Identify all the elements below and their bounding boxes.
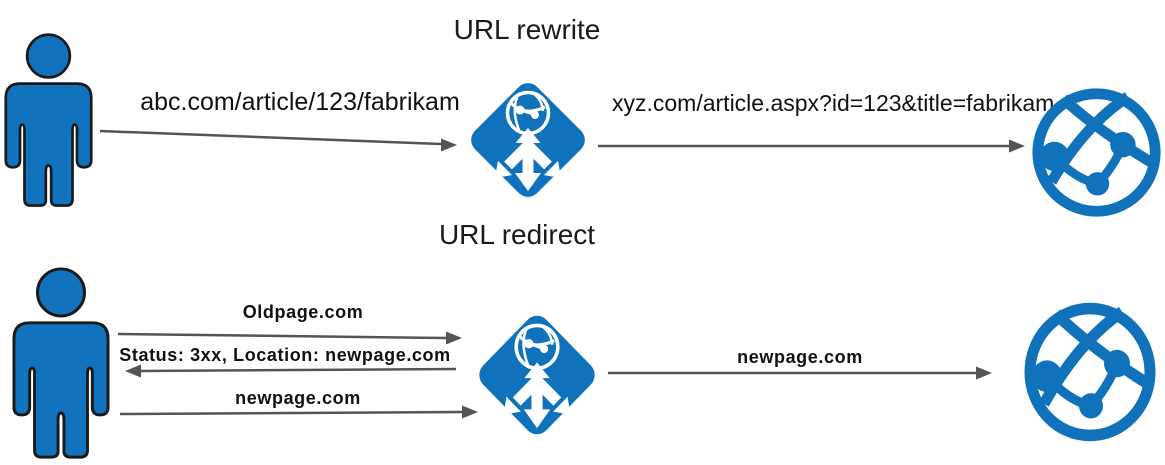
rewrite-rewritten-url-label: xyz.com/article.aspx?id=123&title=fabrik… (612, 90, 1055, 116)
arrowhead-right-icon (441, 138, 457, 152)
rewrite-request-arrow (99, 129, 457, 152)
redirect-section-title: URL redirect (438, 219, 596, 250)
web-app-icon (1020, 298, 1160, 446)
arrowhead-right-icon (1009, 139, 1025, 153)
redirect-forward-url-label: newpage.com (737, 347, 863, 367)
arrowhead-right-icon (462, 405, 478, 419)
user-icon (4, 33, 93, 207)
rewrite-section-title: URL rewrite (453, 14, 601, 45)
user-icon (12, 267, 110, 459)
arrowhead-right-icon (446, 331, 462, 345)
arrowhead-left-icon (125, 364, 141, 378)
arrowhead-right-icon (976, 366, 992, 380)
redirect-request-arrow (117, 331, 462, 345)
application-gateway-icon (458, 70, 598, 210)
redirect-new-request-url-label: newpage.com (235, 388, 361, 408)
redirect-forward-arrow (608, 366, 992, 380)
redirect-response-label: Status: 3xx, Location: newpage.com (119, 345, 451, 365)
application-gateway-icon (466, 302, 608, 448)
web-app-icon (1028, 84, 1165, 221)
rewrite-request-url-label: abc.com/article/123/fabrikam (140, 88, 460, 116)
redirect-new-request-arrow (119, 405, 478, 419)
redirect-response-arrow (125, 364, 457, 378)
rewrite-forward-arrow (598, 139, 1025, 153)
redirect-request-url-label: Oldpage.com (242, 302, 364, 322)
